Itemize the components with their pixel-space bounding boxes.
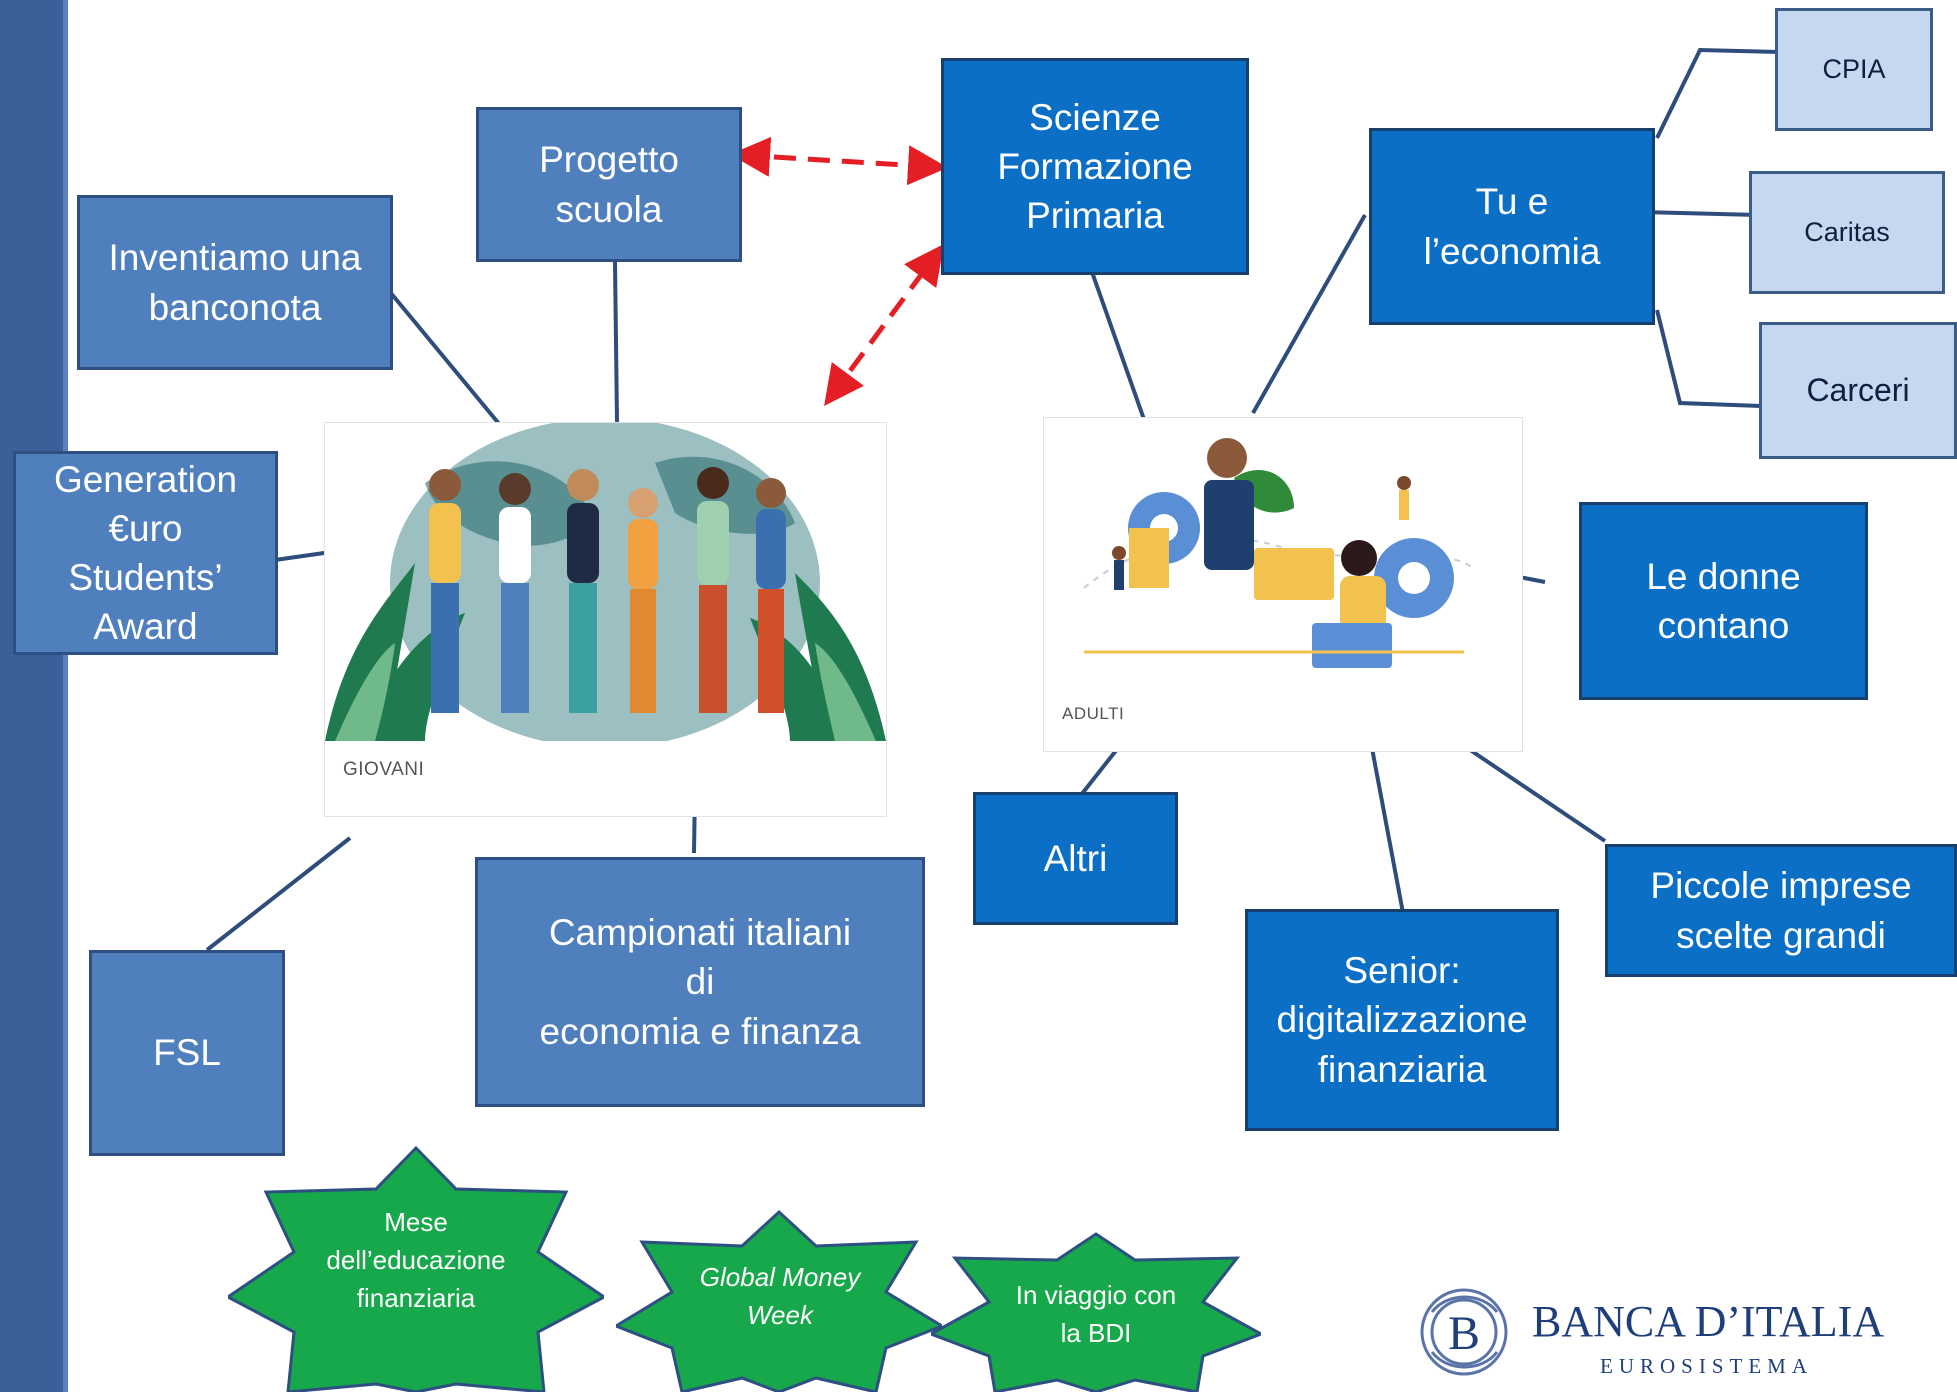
progetto-scuola-box[interactable]: Progetto scuola: [476, 107, 742, 262]
link-inventiamo-giovani: [388, 290, 502, 427]
arrow-progetto-scienze: [730, 136, 948, 186]
senior-box[interactable]: Senior: digitalizzazione finanziaria: [1245, 909, 1559, 1131]
global-money-week-star[interactable]: [616, 1208, 942, 1392]
banca-italia-logo: B BANCA D’ITALIA EUROSISTEMA: [1412, 1272, 1885, 1392]
scienze-formazione-box[interactable]: Scienze Formazione Primaria: [941, 58, 1249, 275]
arrow-giovani-scienze: [824, 243, 944, 407]
global-money-week-label: Global Money Week: [699, 1262, 861, 1330]
carceri-box[interactable]: Carceri: [1759, 322, 1957, 459]
adults-illustration: [1083, 438, 1475, 668]
link-tu-adulti: [1251, 214, 1367, 414]
link-scienze-adulti: [1090, 271, 1154, 443]
logo-monogram: B: [1448, 1307, 1480, 1360]
le-donne-contano-box[interactable]: Le donne contano: [1579, 502, 1868, 700]
banca-italia-emblem: B: [1420, 1288, 1508, 1376]
cpia-box[interactable]: CPIA: [1775, 8, 1933, 131]
mese-educazione-label: Mese dell’educazione finanziaria: [326, 1207, 506, 1313]
logo-name: BANCA D’ITALIA: [1532, 1297, 1885, 1346]
students-illustration: [325, 423, 886, 741]
altri-box[interactable]: Altri: [973, 792, 1178, 925]
mese-educazione-star[interactable]: [228, 1144, 604, 1392]
giovani-photo-card: GIOVANI: [324, 422, 887, 817]
fsl-box[interactable]: FSL: [89, 950, 285, 1156]
link-piccole-adulti: [1446, 733, 1607, 843]
tu-economia-box[interactable]: Tu e l’economia: [1369, 128, 1655, 325]
giovani-caption: GIOVANI: [343, 759, 425, 780]
link-fsl-giovani: [205, 836, 352, 952]
in-viaggio-label: In viaggio con la BDI: [1015, 1280, 1177, 1348]
sidebar-band: [0, 0, 68, 1392]
link-tu-caritas: [1639, 210, 1759, 217]
piccole-imprese-box[interactable]: Piccole imprese scelte grandi: [1605, 844, 1957, 977]
link-progetto-giovani: [613, 261, 619, 423]
in-viaggio-star[interactable]: [931, 1230, 1261, 1392]
link-tu-cpia: [1655, 47, 1782, 139]
adulti-caption: ADULTI: [1062, 704, 1125, 723]
caritas-box[interactable]: Caritas: [1749, 171, 1945, 294]
inventiamo-banconota-box[interactable]: Inventiamo una banconota: [77, 195, 393, 370]
link-tu-carceri: [1655, 309, 1762, 408]
adulti-photo-card: ADULTI: [1043, 417, 1523, 752]
generation-euro-box[interactable]: Generation €uro Students’ Award: [13, 451, 278, 655]
logo-subtitle: EUROSISTEMA: [1600, 1354, 1814, 1378]
campionati-box[interactable]: Campionati italiani di economia e finanz…: [475, 857, 925, 1107]
